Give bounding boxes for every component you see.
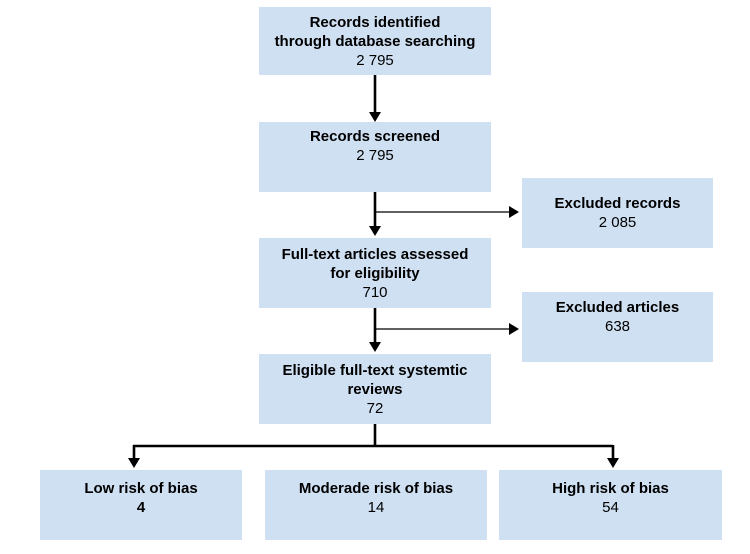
box-title: Records screened bbox=[309, 128, 441, 145]
arrow-fulltext-to-eligible bbox=[369, 308, 381, 352]
box-value: 2 795 bbox=[356, 147, 394, 164]
box-value: 2 795 bbox=[356, 51, 394, 69]
box-moderate-risk: Moderade risk of bias 14 bbox=[265, 470, 487, 540]
arrow-branch-excluded-records bbox=[375, 206, 519, 218]
box-excluded-records: Excluded records 2 085 bbox=[522, 178, 713, 248]
arrow-screened-to-fulltext bbox=[369, 192, 381, 236]
box-title: Excluded records bbox=[554, 195, 681, 212]
box-records-identified: Records identified through database sear… bbox=[259, 7, 491, 75]
box-low-risk: Low risk of bias 4 bbox=[40, 470, 242, 540]
box-value: 638 bbox=[604, 318, 631, 335]
box-title: Eligible full-text systemtic reviews bbox=[282, 361, 468, 398]
box-title: Excluded articles bbox=[555, 299, 680, 316]
box-eligible-reviews: Eligible full-text systemtic reviews 72 bbox=[259, 354, 491, 424]
box-fulltext-assessed: Full-text articles assessed for eligibil… bbox=[259, 238, 491, 308]
box-title: Low risk of bias bbox=[84, 480, 198, 497]
box-excluded-articles: Excluded articles 638 bbox=[522, 292, 713, 362]
box-value: 2 085 bbox=[598, 214, 637, 231]
arrow-branch-excluded-articles bbox=[375, 323, 519, 335]
box-value: 54 bbox=[602, 499, 619, 516]
box-value: 14 bbox=[367, 499, 385, 516]
arrow-identified-to-screened bbox=[369, 75, 381, 122]
box-title: Moderade risk of bias bbox=[298, 480, 454, 497]
box-title: High risk of bias bbox=[552, 480, 669, 497]
box-value: 4 bbox=[136, 499, 146, 516]
box-title: Records identified through database sear… bbox=[274, 13, 476, 50]
box-title: Full-text articles assessed for eligibil… bbox=[281, 245, 469, 282]
box-records-screened: Records screened 2 795 bbox=[259, 122, 491, 192]
box-value: 72 bbox=[366, 399, 384, 417]
connector-bottom-split bbox=[128, 424, 619, 468]
box-high-risk: High risk of bias 54 bbox=[499, 470, 722, 540]
box-value: 710 bbox=[362, 283, 388, 301]
